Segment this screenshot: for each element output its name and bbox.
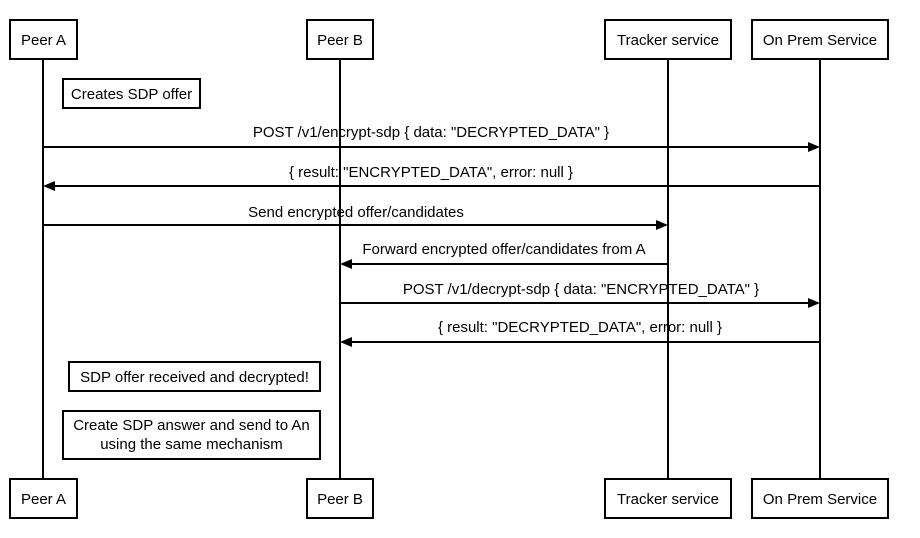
arrowhead-icon [808,298,820,308]
participant-label: On Prem Service [763,491,877,508]
message-label: Send encrypted offer/candidates [248,204,464,221]
message-encrypt-response: { result: "ENCRYPTED_DATA", error: null … [43,164,820,191]
participant-label: Peer B [317,491,363,508]
note-text: Creates SDP offer [71,86,192,103]
participant-on-prem-service-bottom: On Prem Service [751,478,889,519]
message-decrypt-response: { result: "DECRYPTED_DATA", error: null … [340,319,820,347]
participant-label: Peer A [21,32,66,49]
participant-on-prem-service-top: On Prem Service [751,19,889,60]
participant-label: Peer B [317,32,363,49]
participant-label: Tracker service [617,491,719,508]
arrowhead-icon [43,181,55,191]
participant-label: Tracker service [617,32,719,49]
note-sdp-offer-received: SDP offer received and decrypted! [68,361,321,392]
message-encrypt-request: POST /v1/encrypt-sdp { data: "DECRYPTED_… [43,124,820,152]
note-text: Create SDP answer and send to An [73,417,310,434]
participant-peer-b-top: Peer B [306,19,374,60]
arrowhead-icon [340,337,352,347]
participant-peer-a-bottom: Peer A [9,478,78,519]
arrowhead-icon [656,220,668,230]
participant-tracker-service-bottom: Tracker service [604,478,732,519]
note-text: SDP offer received and decrypted! [80,369,309,386]
participant-peer-b-bottom: Peer B [306,478,374,519]
message-decrypt-request: POST /v1/decrypt-sdp { data: "ENCRYPTED_… [340,281,820,308]
message-send-offer: Send encrypted offer/candidates [43,204,668,230]
note-creates-sdp-offer: Creates SDP offer [62,78,201,109]
message-label: POST /v1/encrypt-sdp { data: "DECRYPTED_… [253,124,609,141]
participant-tracker-service-top: Tracker service [604,19,732,60]
note-create-sdp-answer: Create SDP answer and send to An using t… [62,410,321,460]
message-label: { result: "ENCRYPTED_DATA", error: null … [289,164,573,181]
message-label: Forward encrypted offer/candidates from … [362,241,645,258]
message-label: POST /v1/decrypt-sdp { data: "ENCRYPTED_… [403,281,759,298]
participant-peer-a-top: Peer A [9,19,78,60]
participant-label: Peer A [21,491,66,508]
note-text: using the same mechanism [100,436,283,453]
arrowhead-icon [340,259,352,269]
arrowhead-icon [808,142,820,152]
participant-label: On Prem Service [763,32,877,49]
message-label: { result: "DECRYPTED_DATA", error: null … [438,319,722,336]
message-forward-offer: Forward encrypted offer/candidates from … [340,241,668,269]
